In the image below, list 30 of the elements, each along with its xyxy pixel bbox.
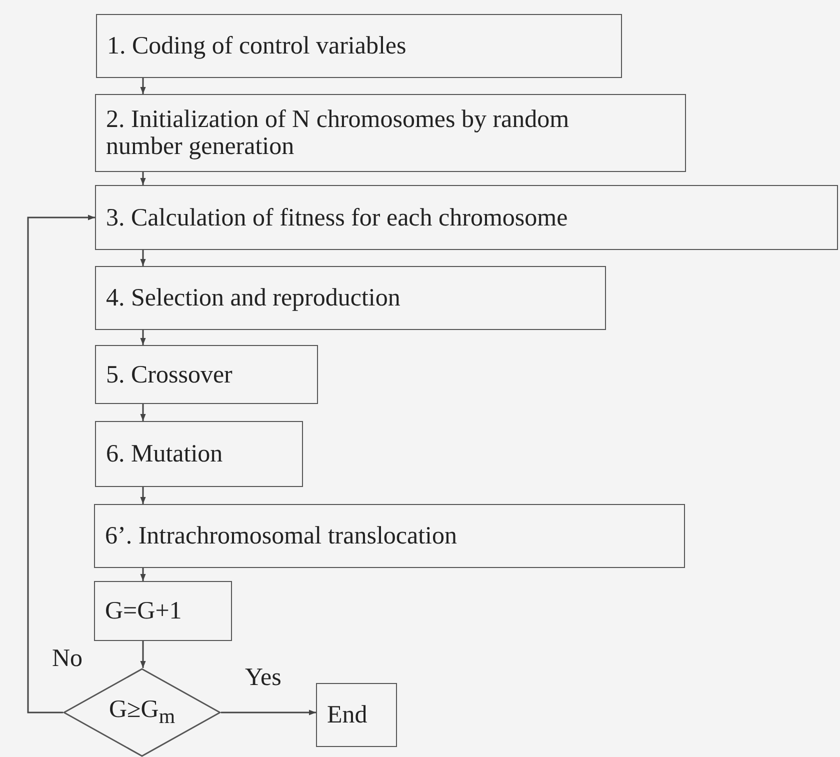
- process-box: [316, 683, 397, 747]
- process-box: [95, 185, 838, 250]
- process-box: [95, 421, 303, 487]
- arrow: [140, 250, 146, 266]
- arrow: [140, 78, 146, 94]
- process-box: [95, 94, 686, 172]
- step-text: 3. Calculation of fitness for each chromosome: [106, 204, 568, 231]
- step-text: 4. Selection and reproduction: [106, 284, 400, 312]
- decision-diamond: [63, 668, 221, 757]
- step-text: 2. Initialization of N chromosomes by random number generation: [106, 106, 570, 160]
- arrow: [140, 487, 146, 504]
- process-box: [95, 266, 606, 330]
- process-box: [94, 504, 685, 568]
- condition-text: G≥G$_{m}$: [108, 696, 176, 730]
- step-text: 1. Coding of control variables: [107, 32, 406, 60]
- step-text: 6. Mutation: [106, 440, 223, 468]
- arrow: [140, 404, 146, 421]
- arrow: [140, 641, 146, 668]
- step-text: 5. Crossover: [106, 361, 232, 388]
- step-text: G=G+1: [105, 598, 182, 624]
- step-text: 6’. Intrachromosomal translocation: [105, 522, 457, 550]
- arrow: [140, 172, 146, 185]
- arrow: [140, 568, 146, 581]
- arrow: [140, 330, 146, 345]
- arrow: [221, 710, 316, 716]
- arrow: [27, 214, 95, 714]
- process-box: [96, 14, 622, 78]
- step-text: End: [327, 702, 368, 728]
- process-box: [94, 581, 232, 641]
- process-box: [95, 345, 318, 404]
